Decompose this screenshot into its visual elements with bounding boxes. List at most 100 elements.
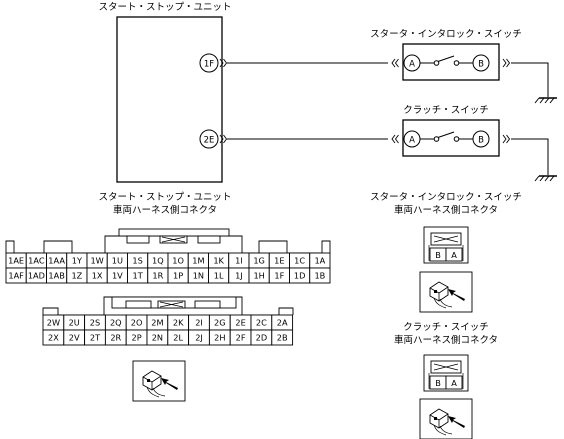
pin-label-1h: 1H bbox=[253, 271, 264, 281]
unit-connector-title: スタート・ストップ・ユニット bbox=[98, 192, 231, 203]
pin-label-1p: 1P bbox=[173, 271, 183, 281]
unit-box bbox=[116, 16, 223, 183]
ground-icon bbox=[534, 175, 558, 182]
starter-switch-terminal-a: A bbox=[409, 60, 415, 70]
starter-pin-b: B bbox=[435, 250, 441, 260]
connector-view-icon bbox=[419, 398, 473, 439]
pin-label-2f: 2F bbox=[236, 333, 246, 343]
clutch-pin-a: A bbox=[451, 378, 457, 388]
unit-connector-subtitle: 車両ハーネス側コネクタ bbox=[113, 204, 217, 216]
starter-switch-out-arrow-icon bbox=[502, 58, 511, 68]
clutch-connector-subtitle: 車両ハーネス側コネクタ bbox=[394, 334, 498, 346]
pin-label-1c: 1C bbox=[294, 256, 305, 266]
pin-label-1ac: 1AC bbox=[28, 256, 45, 266]
pin-label-1v: 1V bbox=[112, 271, 123, 281]
pin-1f-label: 1F bbox=[204, 60, 214, 70]
pin-label-1m: 1M bbox=[192, 256, 204, 266]
connector-view-icon bbox=[132, 360, 186, 402]
pin-label-1ae: 1AE bbox=[8, 256, 24, 266]
clutch-pin-b: B bbox=[435, 378, 441, 388]
pin-label-1w: 1W bbox=[90, 256, 103, 266]
pin-2e-arrow-icon bbox=[219, 134, 228, 144]
unit-title: スタート・ストップ・ユニット bbox=[98, 2, 231, 13]
pin-label-2g: 2G bbox=[214, 318, 226, 328]
pin-label-1y: 1Y bbox=[72, 256, 83, 266]
starter-switch-title: スタータ・インタロック・スイッチ bbox=[370, 29, 522, 40]
pin-label-1l: 1L bbox=[214, 271, 224, 281]
pin-label-1ad: 1AD bbox=[28, 271, 45, 281]
pin-label-2l: 2L bbox=[173, 333, 183, 343]
pin-label-2e: 2E bbox=[235, 318, 245, 328]
pin-label-2m: 2M bbox=[151, 318, 163, 328]
pin-label-2q: 2Q bbox=[110, 318, 122, 328]
pin-label-2t: 2T bbox=[90, 333, 101, 343]
pin-label-1d: 1D bbox=[294, 271, 306, 281]
starter-pin-a: A bbox=[451, 250, 457, 260]
pin-label-1z: 1Z bbox=[71, 271, 82, 281]
pin-label-2j: 2J bbox=[195, 333, 203, 343]
pin-label-2s: 2S bbox=[90, 318, 100, 328]
pin-label-2u: 2U bbox=[69, 318, 80, 328]
clutch-switch-contact bbox=[437, 131, 455, 138]
clutch-switch-terminal-a: A bbox=[409, 136, 415, 146]
starter-ground-wire bbox=[511, 62, 549, 97]
clutch-switch-out-arrow-icon bbox=[502, 134, 511, 144]
pin-label-2h: 2H bbox=[214, 333, 225, 343]
pin-label-2w: 2W bbox=[47, 318, 60, 328]
starter-switch-terminal-b: B bbox=[478, 60, 484, 70]
pin-label-1e: 1E bbox=[274, 256, 284, 266]
starter-connector-subtitle: 車両ハーネス側コネクタ bbox=[394, 204, 498, 216]
starter-switch-contact bbox=[437, 55, 455, 62]
pin-label-2x: 2X bbox=[48, 333, 59, 343]
pin-label-2r: 2R bbox=[110, 333, 121, 343]
unit-connector-2: 2W 2U 2S 2Q 2O 2M 2K 2I 2G 2E 2C 2A 2X 2V 2T 2R 2P 2N 2L 2… bbox=[42, 296, 294, 346]
starter-switch-in-arrow-icon bbox=[391, 58, 399, 68]
pin-label-1u: 1U bbox=[112, 256, 123, 266]
clutch-switch-title: クラッチ・スイッチ bbox=[403, 105, 489, 116]
pin-label-1t: 1T bbox=[133, 271, 144, 281]
pin-label-2n: 2N bbox=[152, 333, 163, 343]
pin-label-2v: 2V bbox=[69, 333, 80, 343]
clutch-connector: B A bbox=[423, 354, 469, 392]
pin-label-1a: 1A bbox=[314, 256, 325, 266]
pin-label-1af: 1AF bbox=[8, 271, 24, 281]
pin-label-2c: 2C bbox=[256, 318, 267, 328]
ground-icon bbox=[534, 97, 558, 104]
connector-view-icon bbox=[419, 271, 473, 313]
pin-label-1q: 1Q bbox=[152, 256, 164, 266]
pin-cell bbox=[309, 267, 331, 284]
pin-label-2o: 2O bbox=[131, 318, 143, 328]
pin-label-2p: 2P bbox=[132, 333, 142, 343]
pin-2e-circle bbox=[199, 129, 219, 149]
pin-1f-arrow-icon bbox=[219, 58, 228, 68]
pin-label-1g: 1G bbox=[253, 256, 265, 266]
pin-label-1k: 1K bbox=[213, 256, 224, 266]
starter-connector: B A bbox=[423, 226, 469, 264]
pin-2e-label: 2E bbox=[204, 136, 215, 146]
pin-1f-circle bbox=[199, 53, 219, 73]
pin-label-2k: 2K bbox=[173, 318, 184, 328]
pin-label-2b: 2B bbox=[277, 333, 288, 343]
clutch-switch-in-arrow-icon bbox=[391, 134, 399, 144]
pin-label-1x: 1X bbox=[92, 271, 103, 281]
clutch-switch-terminal-b: B bbox=[478, 136, 484, 146]
pin-label-1ab: 1AB bbox=[48, 271, 65, 281]
pin-label-1j: 1J bbox=[235, 271, 243, 281]
pin-label-1s: 1S bbox=[132, 256, 142, 266]
pin-label-2a: 2A bbox=[277, 318, 288, 328]
pin-label-2i: 2I bbox=[195, 318, 203, 328]
pin-cell bbox=[271, 329, 294, 346]
pin-label-1r: 1R bbox=[152, 271, 163, 281]
pin-label-1i: 1I bbox=[235, 256, 243, 266]
clutch-connector-title: クラッチ・スイッチ bbox=[403, 322, 489, 333]
pin-label-1aa: 1AA bbox=[48, 256, 65, 266]
pin-label-1f: 1F bbox=[274, 271, 284, 281]
clutch-ground-wire bbox=[511, 138, 549, 175]
pin-label-1n: 1N bbox=[193, 271, 204, 281]
pin-label-1b: 1B bbox=[314, 271, 325, 281]
pin-label-2d: 2D bbox=[256, 333, 268, 343]
starter-connector-title: スタータ・インタロック・スイッチ bbox=[370, 192, 522, 203]
pin-label-1o: 1O bbox=[172, 256, 184, 266]
